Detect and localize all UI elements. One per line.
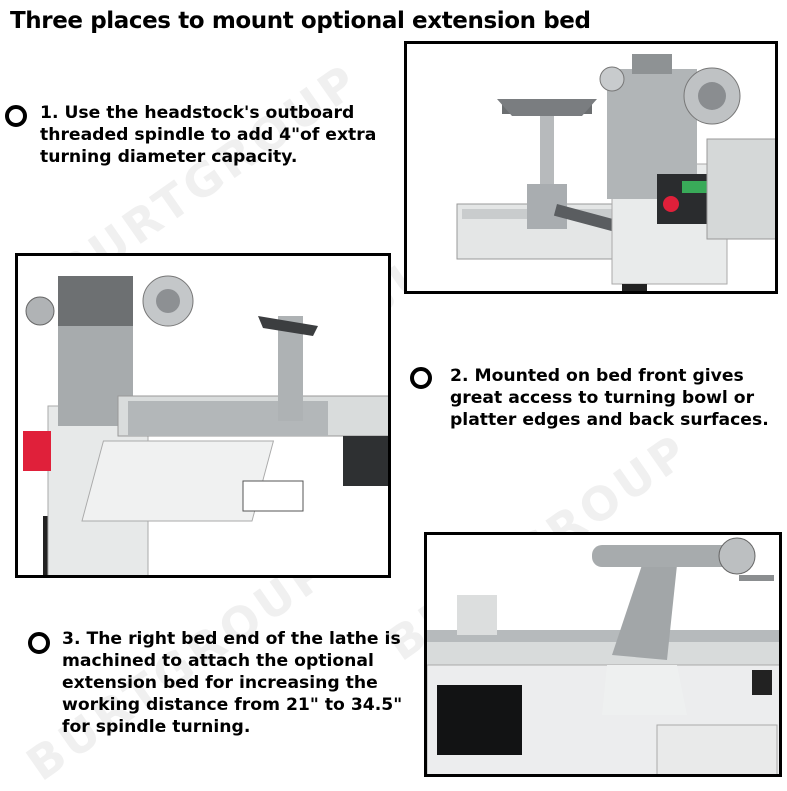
lathe-illustration (427, 537, 779, 774)
point-2-line: platter edges and back surfaces. (450, 410, 769, 430)
point-2: 2. Mounted on bed front gives great acce… (450, 365, 769, 431)
bullet-circle-icon (28, 632, 50, 654)
point-2-line: great access to turning bowl or (450, 388, 755, 408)
point-2-line: 2. Mounted on bed front gives (450, 366, 744, 386)
point-3: 3. The right bed end of the lathe is mac… (62, 628, 402, 738)
bullet-circle-icon (410, 367, 432, 389)
point-1-line: 1. Use the headstock's outboard (40, 103, 355, 123)
point-3-line: 3. The right bed end of the lathe is (62, 629, 401, 649)
point-1-line: threaded spindle to add 4"of extra (40, 125, 377, 145)
page-title: Three places to mount optional extension… (10, 8, 591, 34)
lathe-illustration (23, 275, 388, 575)
point-1: 1. Use the headstock's outboard threaded… (40, 102, 376, 168)
photo-headstock-outboard (404, 41, 778, 294)
photo-bed-front (15, 253, 391, 578)
point-3-line: working distance from 21" to 34.5" (62, 695, 403, 715)
point-3-line: machined to attach the optional (62, 651, 374, 671)
point-3-line: extension bed for increasing the (62, 673, 378, 693)
lathe-illustration (456, 54, 775, 291)
point-1-line: turning diameter capacity. (40, 147, 298, 167)
point-3-line: for spindle turning. (62, 717, 251, 737)
bullet-circle-icon (5, 105, 27, 127)
photo-bed-end (424, 532, 782, 777)
